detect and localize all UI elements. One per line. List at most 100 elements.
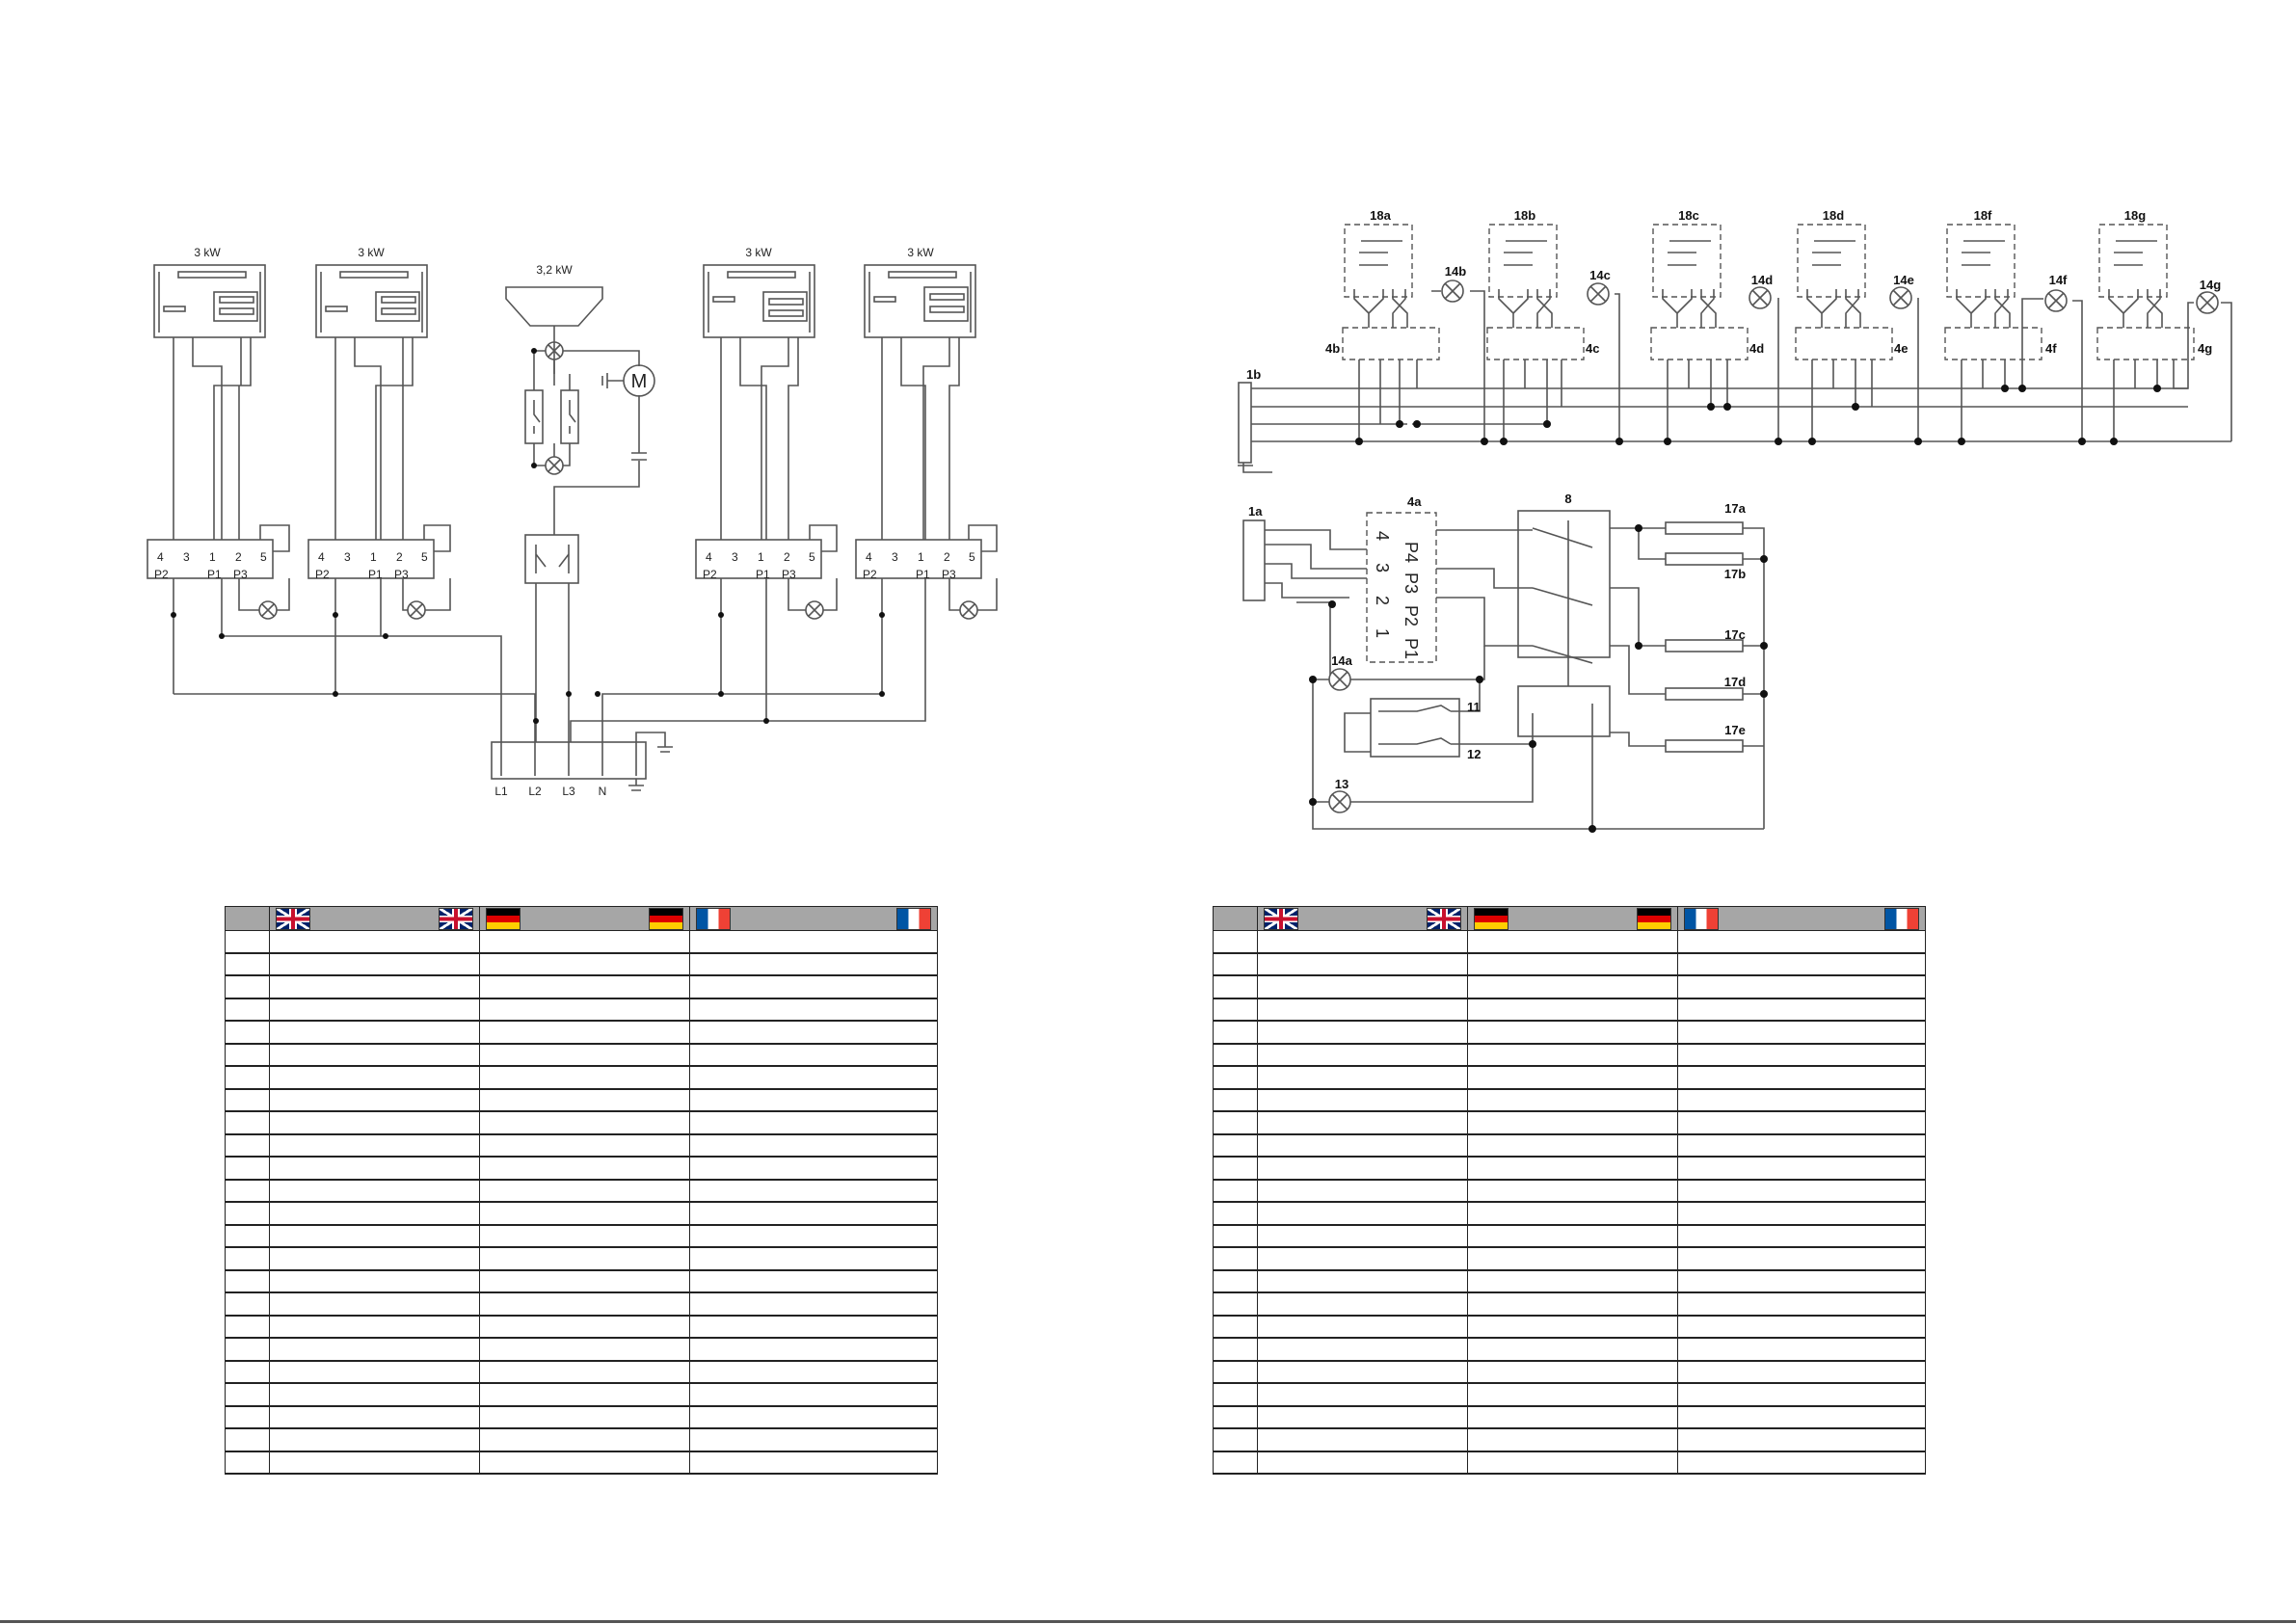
switch-position: P3 (942, 568, 956, 581)
switch-label: 4e (1894, 341, 1908, 356)
table-cell (1467, 1021, 1678, 1045)
table-cell (1467, 1066, 1678, 1090)
supply-terminal-label: L1 (494, 785, 508, 798)
table-cell (689, 952, 938, 976)
table-cell (1677, 1269, 1926, 1293)
table-row (1213, 1066, 1926, 1090)
table-cell (479, 1021, 690, 1045)
table-cell (1467, 1360, 1678, 1384)
table-cell (269, 1088, 480, 1112)
thermostat-label: 18b (1514, 208, 1535, 223)
lamp-label: 14e (1893, 273, 1914, 287)
table-cell (1213, 1133, 1258, 1158)
table-cell (479, 1157, 690, 1181)
switch-label: 4c (1586, 341, 1599, 356)
energy-regulator-1 (147, 524, 290, 579)
table-cell (689, 1292, 938, 1317)
table-cell (479, 1111, 690, 1135)
right-bottom-wiring-diagram: 1a 4a P4 P3 P2 P1 4 3 2 1 8 (1242, 492, 1768, 833)
uk-flag-icon (439, 907, 473, 930)
table-cell (1677, 1224, 1926, 1248)
left-wiring-diagram: 3 kW 3 kW 3,2 kW 3 kW 3 kW 4 3 (147, 246, 998, 798)
table-cell (1213, 1360, 1258, 1384)
table-cell (479, 1292, 690, 1317)
table-cell (479, 1088, 690, 1112)
table-row (225, 1383, 938, 1407)
switch-position: P3 (233, 568, 248, 581)
table-cell (1257, 1405, 1468, 1429)
table-cell (689, 975, 938, 999)
switch-terminal: 1 (758, 550, 764, 564)
table-cell (225, 1405, 270, 1429)
table-cell (689, 1269, 938, 1293)
table-cell (1467, 1202, 1678, 1226)
table-cell (1677, 930, 1926, 954)
table-cell (1467, 1133, 1678, 1158)
table-cell (1257, 1247, 1468, 1271)
table-cell (479, 1383, 690, 1407)
table-row (225, 1360, 938, 1384)
uk-flag-icon (1264, 907, 1298, 930)
table-row (1213, 1202, 1926, 1226)
table-cell (1467, 1292, 1678, 1317)
table-cell (1257, 998, 1468, 1022)
switch-terminal: 2 (944, 550, 950, 564)
table-cell (1213, 1021, 1258, 1045)
table-cell (1257, 1292, 1468, 1317)
table-cell (1213, 952, 1258, 976)
table-cell (689, 930, 938, 954)
table-cell (1213, 1292, 1258, 1317)
table-cell (689, 1360, 938, 1384)
table-cell (1467, 1088, 1678, 1112)
table-cell (1257, 1360, 1468, 1384)
table-cell (689, 1066, 938, 1090)
table-cell (1213, 1224, 1258, 1248)
table-cell (689, 1043, 938, 1067)
table-cell (225, 975, 270, 999)
table-cell (269, 1269, 480, 1293)
france-flag-icon (1884, 907, 1919, 930)
table-row (225, 1315, 938, 1339)
table-cell (1467, 1405, 1678, 1429)
supply-terminal-label: L3 (562, 785, 575, 798)
table-row (225, 1202, 938, 1226)
table-cell (1677, 1043, 1926, 1067)
switch-position: P1 (368, 568, 383, 581)
heating-element-1 (153, 264, 266, 338)
table-cell (1677, 1428, 1926, 1452)
table-row (1213, 1088, 1926, 1112)
lamp-label: 14g (2200, 278, 2221, 292)
table-cell (1213, 1157, 1258, 1181)
table-cell (479, 1224, 690, 1248)
table-cell (1257, 1428, 1468, 1452)
table-row (225, 1247, 938, 1271)
lamp-label: 14d (1751, 273, 1773, 287)
table-cell (689, 1224, 938, 1248)
table-cell (1467, 1179, 1678, 1203)
table-cell (269, 1066, 480, 1090)
table-cell (1467, 930, 1678, 954)
table-cell (1257, 1043, 1468, 1067)
table-cell (689, 1338, 938, 1362)
switch-terminal: 4 (157, 550, 164, 564)
lamp-label: 14a (1331, 653, 1352, 668)
power-label: 3 kW (358, 246, 385, 259)
table-cell (689, 1451, 938, 1475)
switch-label: 4d (1749, 341, 1764, 356)
table-cell (225, 1202, 270, 1226)
table-cell (1257, 1157, 1468, 1181)
table-row (1213, 975, 1926, 999)
table-cell (225, 1247, 270, 1271)
switch-terminal: 5 (969, 550, 975, 564)
table-cell (1213, 1179, 1258, 1203)
power-label: 3 kW (907, 246, 934, 259)
table-cell (269, 1405, 480, 1429)
selector-number: 4 (1373, 531, 1392, 541)
table-row (225, 1021, 938, 1045)
table-row (1213, 1179, 1926, 1203)
table-cell (479, 1315, 690, 1339)
table-cell (1257, 1179, 1468, 1203)
switch-terminal: 1 (209, 550, 216, 564)
table-cell (269, 1383, 480, 1407)
